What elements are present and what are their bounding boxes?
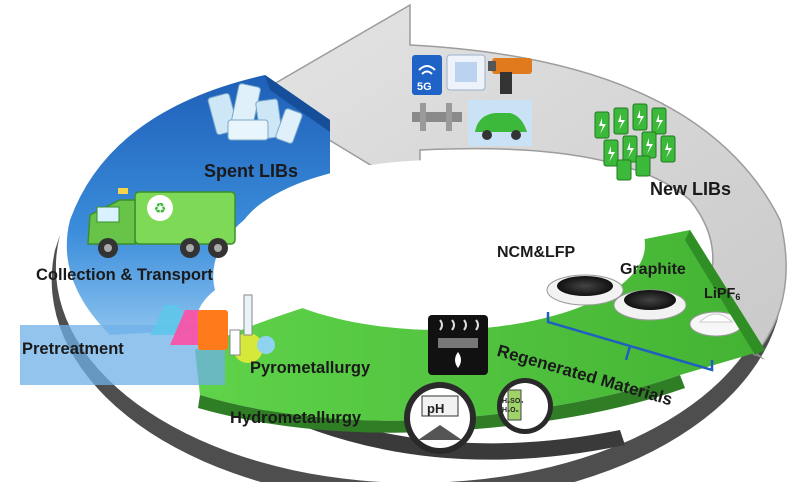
collection-transport-label: Collection & Transport xyxy=(36,266,213,284)
hydrometallurgy-label: Hydrometallurgy xyxy=(230,409,362,427)
spent-batteries-icon xyxy=(207,83,303,144)
pyrometallurgy-label: Pyrometallurgy xyxy=(250,359,371,377)
lipf6-label-base: LiPF xyxy=(704,286,736,302)
drone-icon xyxy=(412,103,462,131)
h2so4-text: H₂SO₄ xyxy=(502,398,524,405)
pretreatment-label: Pretreatment xyxy=(22,340,124,358)
lipf6-label-subscript: 6 xyxy=(735,292,741,302)
new-batteries-icon xyxy=(594,103,676,181)
lipf6-powder-icon xyxy=(689,311,743,337)
graphite-label: Graphite xyxy=(620,261,686,278)
lipf6-label: LiPF6 xyxy=(704,287,740,302)
graphite-powder-icon xyxy=(613,289,687,321)
h2o2-text: H₂O₂ xyxy=(502,407,519,414)
phone-5g-icon xyxy=(412,55,442,95)
furnace-icon xyxy=(428,315,488,375)
acid-text: H₂SO₄ H₂O₂ xyxy=(502,397,524,415)
five-g-text: 5G xyxy=(417,81,432,93)
ncm-lfp-powder-icon xyxy=(546,274,624,306)
ph-meter-icon xyxy=(404,382,476,454)
new-libs-label: New LIBs xyxy=(650,179,732,199)
lab-glassware-icon xyxy=(150,294,275,363)
green-arrow-edge xyxy=(685,230,765,355)
electric-car-icon xyxy=(468,100,532,146)
drill-icon xyxy=(488,58,532,94)
applications-icons xyxy=(412,54,532,146)
ring-rim xyxy=(51,235,780,482)
center-hole xyxy=(235,160,645,330)
recycling-truck-icon: ♻ xyxy=(87,188,236,258)
regenerated-bracket xyxy=(546,312,714,372)
ph-text: pH xyxy=(427,401,445,416)
ncm-lfp-label: NCM&LFP xyxy=(497,244,576,261)
acid-bottles-icon xyxy=(497,378,553,434)
spent-libs-label: Spent LIBs xyxy=(204,161,299,181)
svg-text:♻: ♻ xyxy=(154,201,167,217)
